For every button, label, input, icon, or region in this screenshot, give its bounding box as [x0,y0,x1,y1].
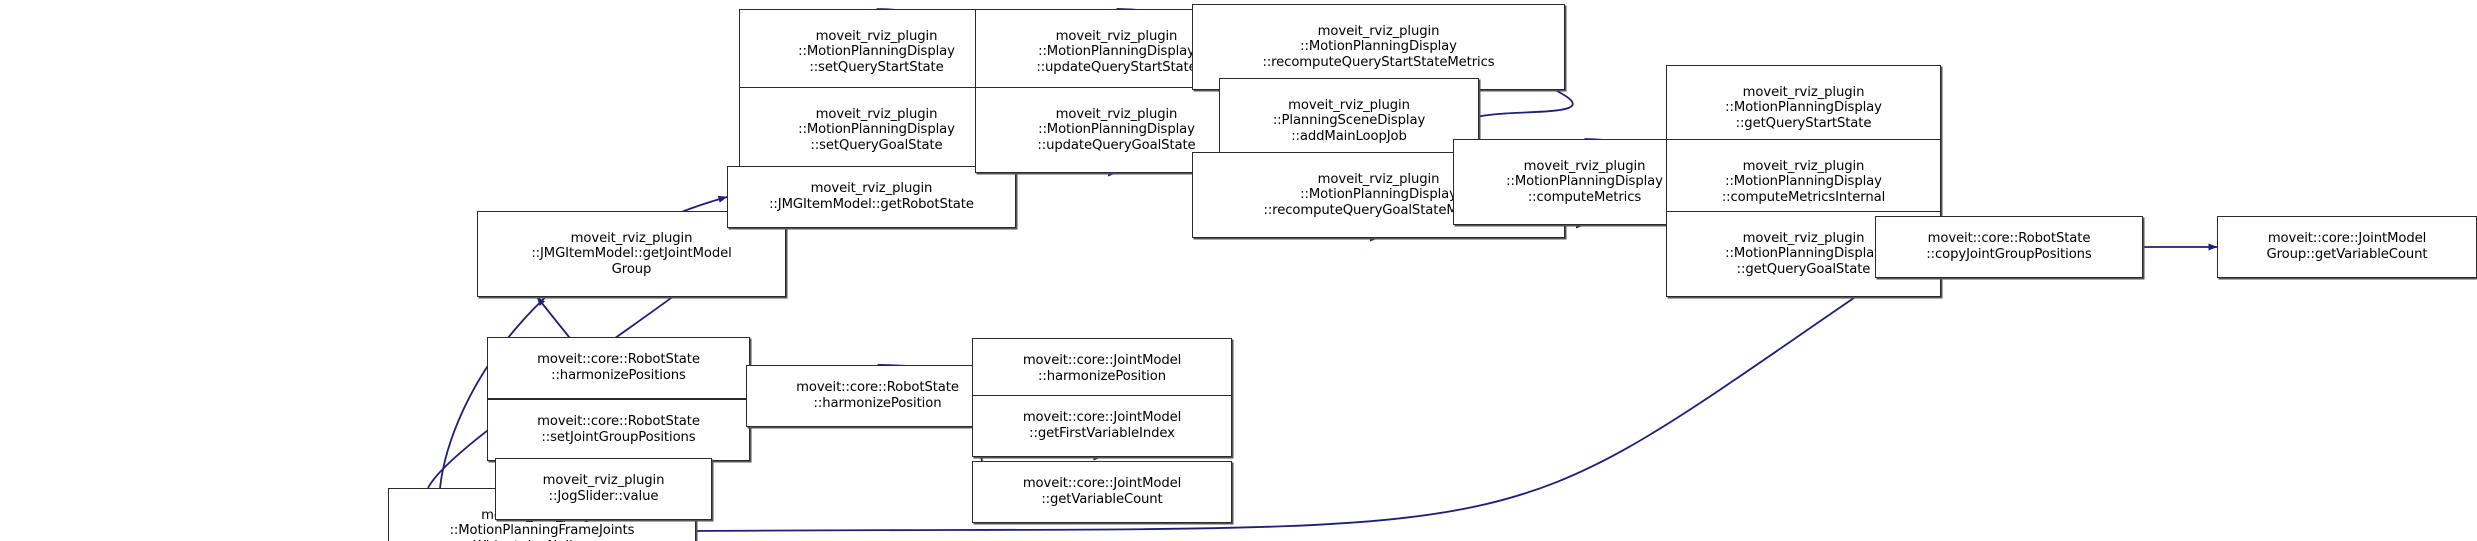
graph-node-setJointGroupPositions[interactable]: moveit::core::RobotState ::setJointGroup… [487,399,750,461]
graph-node-addMainLoopJob[interactable]: moveit_rviz_plugin ::PlanningSceneDispla… [1219,78,1479,164]
graph-node-setQueryGoalState[interactable]: moveit_rviz_plugin ::MotionPlanningDispl… [739,87,1014,173]
graph-node-jogSliderValue[interactable]: moveit_rviz_plugin ::JogSlider::value [495,458,712,520]
graph-node-jmHarmonizePosition[interactable]: moveit::core::JointModel ::harmonizePosi… [972,338,1232,400]
graph-node-getFirstVariableIndex[interactable]: moveit::core::JointModel ::getFirstVaria… [972,395,1232,457]
graph-node-harmonizePositions[interactable]: moveit::core::RobotState ::harmonizePosi… [487,337,750,399]
graph-node-setQueryStartState[interactable]: moveit_rviz_plugin ::MotionPlanningDispl… [739,9,1014,95]
graph-node-getQueryStartState[interactable]: moveit_rviz_plugin ::MotionPlanningDispl… [1666,65,1941,151]
edge-recomputeQueryStartStateMetrics-to-computeMetrics [1463,89,1574,140]
graph-node-computeMetricsInternal[interactable]: moveit_rviz_plugin ::MotionPlanningDispl… [1666,139,1941,225]
graph-node-recomputeQueryStartStateMetrics[interactable]: moveit_rviz_plugin ::MotionPlanningDispl… [1192,4,1565,90]
graph-node-jmGetVariableCount[interactable]: moveit::core::JointModel ::getVariableCo… [972,461,1232,523]
graph-node-getRobotState[interactable]: moveit_rviz_plugin ::JMGItemModel::getRo… [727,166,1016,228]
graph-node-updateQueryGoalState[interactable]: moveit_rviz_plugin ::MotionPlanningDispl… [975,87,1258,173]
graph-node-jmgGetVariableCount[interactable]: moveit::core::JointModel Group::getVaria… [2217,216,2477,278]
graph-node-harmonizePosition[interactable]: moveit::core::RobotState ::harmonizePosi… [746,365,1009,427]
graph-node-copyJointGroupPositions[interactable]: moveit::core::RobotState ::copyJointGrou… [1875,216,2143,278]
